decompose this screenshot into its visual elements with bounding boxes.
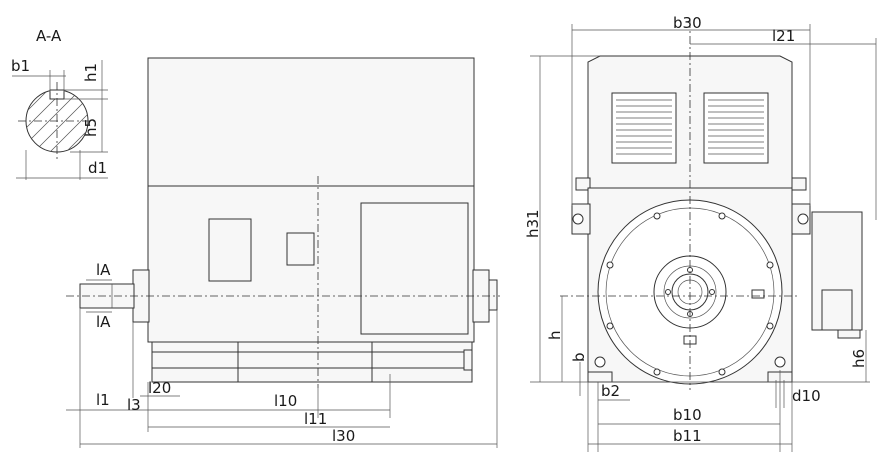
dim-l21: l21 [772, 27, 795, 45]
dim-h: h [546, 330, 564, 340]
terminal-box-main [208, 218, 252, 282]
cooler-housing [147, 57, 475, 187]
dim-b10: b10 [673, 406, 702, 424]
vent-left [611, 92, 677, 164]
dim-b1: b1 [11, 57, 30, 75]
dim-b11: b11 [673, 427, 702, 445]
dim-l30: l30 [332, 427, 355, 445]
dim-h1: h1 [82, 63, 100, 82]
nameplate-small [751, 289, 765, 299]
dim-d10: d10 [792, 387, 821, 405]
foot-left [587, 371, 613, 383]
section-label: A-A [36, 27, 62, 45]
grounding-lug [463, 349, 473, 371]
side-view: lA lA l1 l3 l20 l10 l11 l30 [66, 57, 500, 448]
dim-h6: h6 [850, 349, 868, 368]
dim-l20: l20 [148, 379, 171, 397]
dim-l11: l11 [304, 410, 327, 428]
dim-d1: d1 [88, 159, 107, 177]
base-frame [151, 341, 473, 383]
dim-b2: b2 [601, 382, 620, 400]
dim-l10: l10 [274, 392, 297, 410]
bearing-cap-right [488, 279, 498, 311]
vent-slats [616, 99, 764, 155]
dim-b: b [570, 352, 588, 362]
dim-h31: h31 [524, 209, 542, 238]
dim-h5: h5 [82, 118, 100, 137]
front-view: b30 l21 h31 h b b2 b10 b11 d10 [524, 14, 877, 452]
section-a-a: A-A b1 h1 h5 d1 [11, 27, 108, 180]
section-mark-upper: lA [96, 261, 111, 279]
vent-right [703, 92, 769, 164]
dim-b30: b30 [673, 14, 702, 32]
terminal-box-aux [286, 232, 315, 266]
dim-l3: l3 [127, 396, 141, 414]
lifting-lug-left [575, 177, 591, 191]
lifting-lug-right [791, 177, 807, 191]
side-cover-panel [360, 202, 469, 335]
dim-l1: l1 [96, 391, 110, 409]
section-mark-lower: lA [96, 313, 111, 331]
